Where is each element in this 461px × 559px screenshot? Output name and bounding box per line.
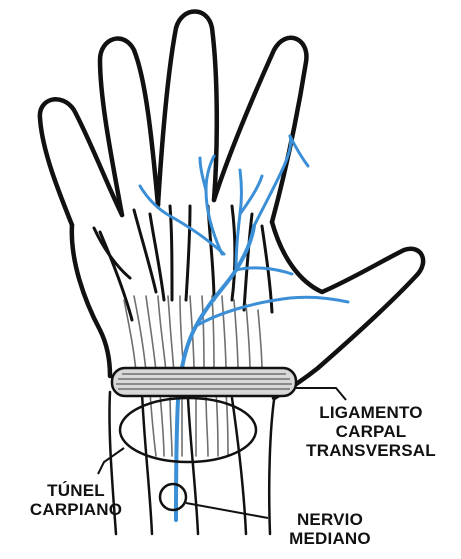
median-nerve <box>140 136 348 520</box>
ligamento-leader <box>296 388 346 400</box>
little-finger-outline <box>40 99 122 225</box>
label-line: CARPIANO <box>16 500 136 519</box>
label-line: LIGAMENTO <box>296 403 446 422</box>
label-ligamento-carpal-transversal: LIGAMENTO CARPAL TRANSVERSAL <box>296 403 446 460</box>
label-line: TÚNEL <box>16 481 136 500</box>
nerve-highlight-circle <box>160 484 186 510</box>
label-tunel-carpiano: TÚNEL CARPIANO <box>16 481 136 519</box>
thumb-outline <box>272 222 423 398</box>
index-finger-outline <box>214 38 306 222</box>
label-line: MEDIANO <box>275 529 385 548</box>
label-nervio-mediano: NERVIO MEDIANO <box>275 510 385 548</box>
label-line: CARPAL <box>296 422 446 441</box>
transverse-carpal-ligament <box>112 368 296 396</box>
label-line: NERVIO <box>275 510 385 529</box>
nervio-leader <box>186 503 268 518</box>
label-line: TRANSVERSAL <box>296 441 446 460</box>
